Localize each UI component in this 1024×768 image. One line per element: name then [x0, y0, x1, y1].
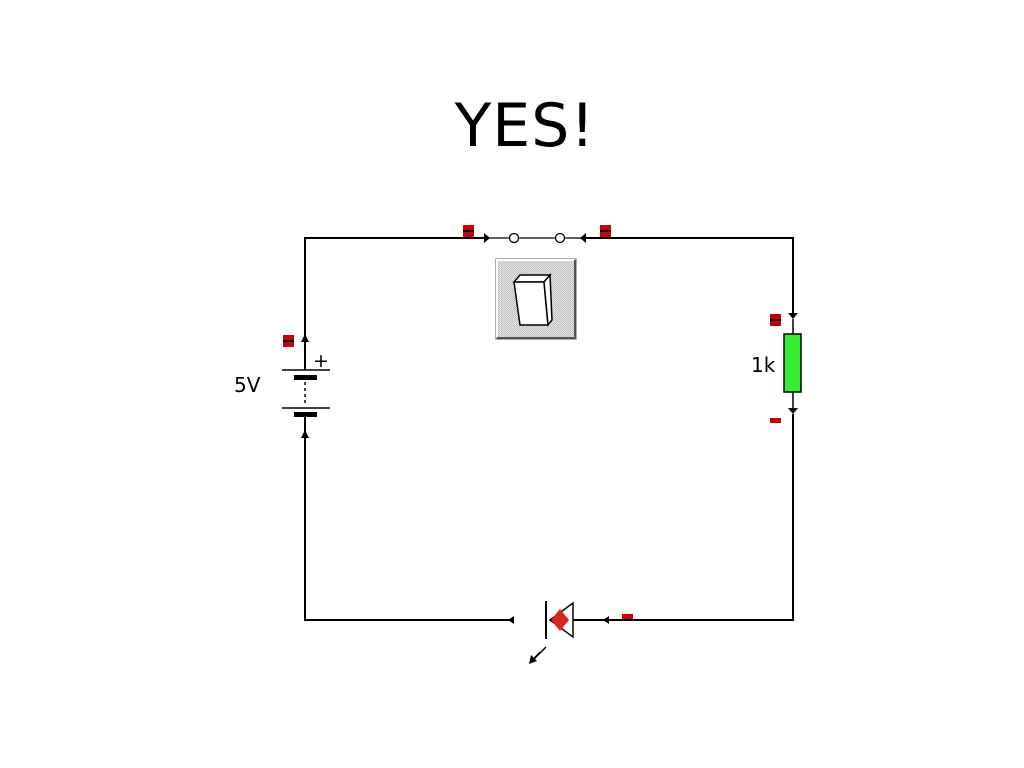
- switch-contact-right: [554, 232, 566, 244]
- led-symbol: [508, 601, 609, 664]
- wire-bottom-left: [304, 434, 510, 621]
- resistor-pin-arrow-bottom: [788, 408, 798, 414]
- wire-top-right: [585, 237, 794, 315]
- slide-title: YES!: [454, 91, 596, 161]
- terminal-marker-switch-left: [463, 225, 474, 237]
- led-body: [551, 609, 569, 631]
- battery-pin-arrow-bottom: [301, 430, 309, 438]
- terminal-marker-resistor-bottom: [770, 418, 781, 423]
- led-pin-arrow-left: [508, 616, 514, 624]
- battery-symbol: [281, 334, 330, 438]
- terminal-marker-resistor-top: [770, 314, 781, 326]
- switch-symbol: [484, 232, 586, 244]
- battery-pin-arrow-top: [301, 334, 309, 342]
- resistor-body: [783, 333, 802, 393]
- terminal-marker-battery-top: [283, 335, 294, 347]
- switch-contact-left: [508, 232, 520, 244]
- wire-right-lower: [605, 414, 794, 621]
- battery-plus-label: +: [313, 350, 329, 372]
- battery-voltage-label: 5V: [234, 373, 261, 397]
- terminal-markers: [283, 225, 781, 619]
- wire-top-left: [304, 237, 485, 434]
- resistor-pin-arrow-top: [788, 313, 798, 319]
- switch-toggle-icon: [512, 273, 553, 327]
- terminal-marker-led-right: [622, 614, 633, 619]
- led-light-arrow-icon: [529, 646, 547, 664]
- switch-pin-arrow-left: [484, 233, 490, 243]
- terminal-marker-switch-right: [600, 225, 611, 237]
- switch-pin-arrow-right: [580, 233, 586, 243]
- switch-toggle-button[interactable]: [495, 258, 577, 340]
- led-pin-arrow-right: [603, 616, 609, 624]
- resistor-value-label: 1k: [751, 353, 776, 377]
- resistor-symbol: [783, 313, 802, 414]
